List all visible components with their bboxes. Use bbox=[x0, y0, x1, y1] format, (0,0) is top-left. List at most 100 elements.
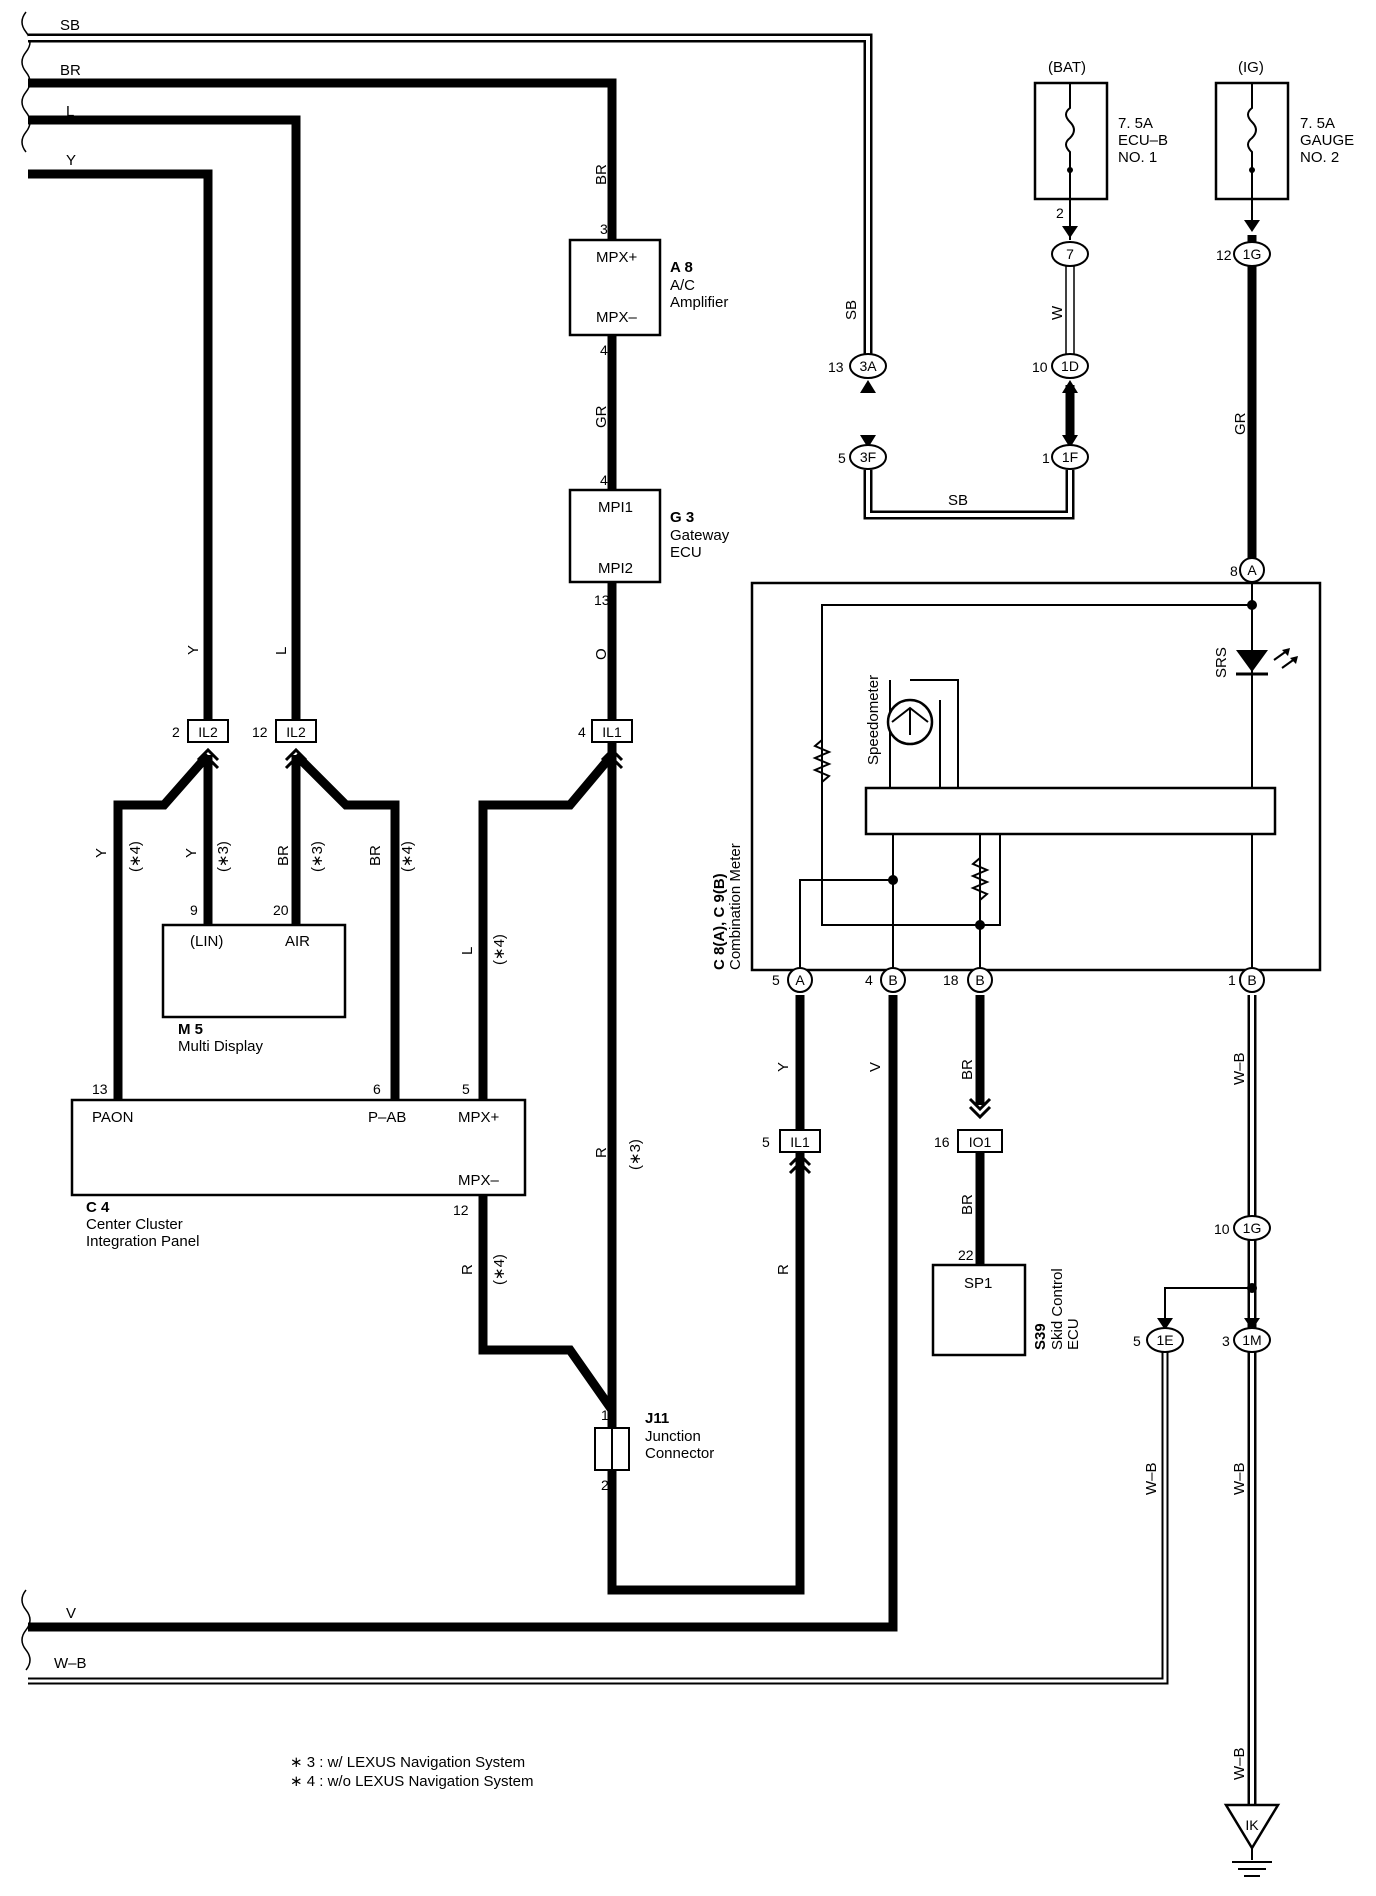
wire-color: BR bbox=[367, 845, 384, 866]
connector-code: IK bbox=[1245, 1817, 1259, 1833]
connector-code: A bbox=[795, 972, 805, 988]
pin-label: 10 bbox=[1032, 359, 1048, 375]
terminal-label: (LIN) bbox=[190, 933, 223, 950]
component-name: Integration Panel bbox=[86, 1233, 199, 1250]
wire-color: L bbox=[459, 947, 476, 955]
wire-color: W–B bbox=[1231, 1462, 1248, 1495]
connector-badges bbox=[187, 241, 1271, 1353]
component-name: Gateway bbox=[670, 527, 730, 544]
srs-label: SRS bbox=[1213, 647, 1230, 678]
connector-code: IL2 bbox=[286, 724, 306, 740]
break-marks bbox=[21, 11, 31, 1671]
wire-color: R bbox=[593, 1147, 610, 1158]
terminal-label: SP1 bbox=[964, 1275, 992, 1292]
pin-label: 6 bbox=[373, 1081, 381, 1097]
connector-code: B bbox=[888, 972, 897, 988]
pin-label: 1 bbox=[601, 1407, 609, 1423]
fuse-bat-no: NO. 1 bbox=[1118, 149, 1157, 166]
fuse-bat bbox=[1033, 81, 1109, 201]
wire-l bbox=[28, 115, 301, 720]
wire-color: Y bbox=[93, 848, 110, 858]
pin-label: 16 bbox=[934, 1134, 950, 1150]
speedometer-label: Speedometer bbox=[865, 675, 882, 765]
terminal-label: MPX– bbox=[596, 309, 638, 326]
terminal-label: MPX+ bbox=[596, 249, 638, 266]
component-name: Skid Control bbox=[1049, 1268, 1066, 1350]
terminal-label: P–AB bbox=[368, 1109, 406, 1126]
labels: SB BR L Y V W–B (BAT) 7. 5A ECU–B NO. 1 … bbox=[54, 17, 1354, 1833]
wire-y bbox=[28, 169, 213, 720]
wire-sb-loop bbox=[863, 470, 1075, 520]
pin-label: 2 bbox=[172, 724, 180, 740]
note-ref: (∗4) bbox=[491, 934, 508, 965]
skid-control-box bbox=[931, 1263, 1027, 1357]
pin-label: 5 bbox=[462, 1081, 470, 1097]
wire-l-4 bbox=[478, 752, 616, 1100]
terminal-label: MPX– bbox=[458, 1172, 500, 1189]
connector-code: IL1 bbox=[790, 1134, 810, 1150]
connector-code: IO1 bbox=[969, 1134, 992, 1150]
wire-label-sb: SB bbox=[60, 17, 80, 34]
pin-label: 3 bbox=[600, 221, 608, 237]
fuse-bat-source: (BAT) bbox=[1048, 59, 1086, 76]
connector-code: 3A bbox=[859, 358, 877, 374]
wire-label-wb: W–B bbox=[54, 1655, 87, 1672]
pin-label: 1 bbox=[1042, 450, 1050, 466]
wire-color: W–B bbox=[1231, 1052, 1248, 1085]
speedometer-gauge-icon bbox=[886, 698, 934, 746]
pin-label: 18 bbox=[943, 972, 959, 988]
pin-label: 1 bbox=[1228, 972, 1236, 988]
connector-code: 1D bbox=[1061, 358, 1079, 374]
component-name: ECU bbox=[670, 544, 702, 561]
wire-color: Y bbox=[775, 1062, 792, 1072]
component-code: G 3 bbox=[670, 509, 694, 526]
wire-color: V bbox=[867, 1062, 884, 1072]
terminal-label: PAON bbox=[92, 1109, 133, 1126]
wire-color: W–B bbox=[1143, 1462, 1160, 1495]
connector-code: A bbox=[1247, 562, 1257, 578]
note-ref: (∗3) bbox=[309, 841, 326, 872]
wire-color: BR bbox=[959, 1194, 976, 1215]
connector-code: 1F bbox=[1062, 449, 1078, 465]
pin-label: 2 bbox=[601, 1477, 609, 1493]
connector-code: 1G bbox=[1243, 246, 1262, 262]
multi-display-box bbox=[161, 923, 347, 1019]
pin-label: 12 bbox=[252, 724, 268, 740]
wire-br-4 bbox=[292, 751, 400, 1100]
pin-label: 5 bbox=[838, 450, 846, 466]
pin-label: 5 bbox=[772, 972, 780, 988]
chevrons bbox=[196, 747, 992, 1175]
connector-code: B bbox=[975, 972, 984, 988]
fuse-bat-name: ECU–B bbox=[1118, 132, 1168, 149]
wire-label-br: BR bbox=[60, 62, 81, 79]
terminal-label: MPX+ bbox=[458, 1109, 500, 1126]
wire-color: GR bbox=[1232, 412, 1249, 435]
wire-v bbox=[28, 995, 898, 1632]
pin-label: 12 bbox=[1216, 247, 1232, 263]
wire-sb bbox=[28, 33, 873, 370]
note-ref: (∗4) bbox=[491, 1254, 508, 1285]
connector-code: 1G bbox=[1243, 1220, 1262, 1236]
wire-color: SB bbox=[948, 492, 968, 509]
gateway-ecu-box bbox=[568, 488, 662, 584]
fuse-ig bbox=[1214, 81, 1290, 201]
component-code: M 5 bbox=[178, 1021, 203, 1038]
wire-color: O bbox=[593, 648, 610, 660]
component-name: Junction bbox=[645, 1428, 701, 1445]
resistor-2 bbox=[970, 857, 990, 901]
connector-code: 3F bbox=[860, 449, 876, 465]
pin-label: 5 bbox=[1133, 1333, 1141, 1349]
component-code: C 8(A), C 9(B) bbox=[711, 873, 728, 970]
pin-label: 22 bbox=[958, 1247, 974, 1263]
wire-color: R bbox=[775, 1264, 792, 1275]
pin-label: 13 bbox=[828, 359, 844, 375]
component-name: Amplifier bbox=[670, 294, 728, 311]
wire-color: L bbox=[273, 647, 290, 655]
connector-code: IL1 bbox=[602, 724, 622, 740]
note-ref: (∗3) bbox=[627, 1139, 644, 1170]
pin-label: 3 bbox=[1222, 1333, 1230, 1349]
note-ref: (∗4) bbox=[127, 841, 144, 872]
terminal-label: MPI1 bbox=[598, 499, 633, 516]
wire-br bbox=[28, 78, 617, 240]
